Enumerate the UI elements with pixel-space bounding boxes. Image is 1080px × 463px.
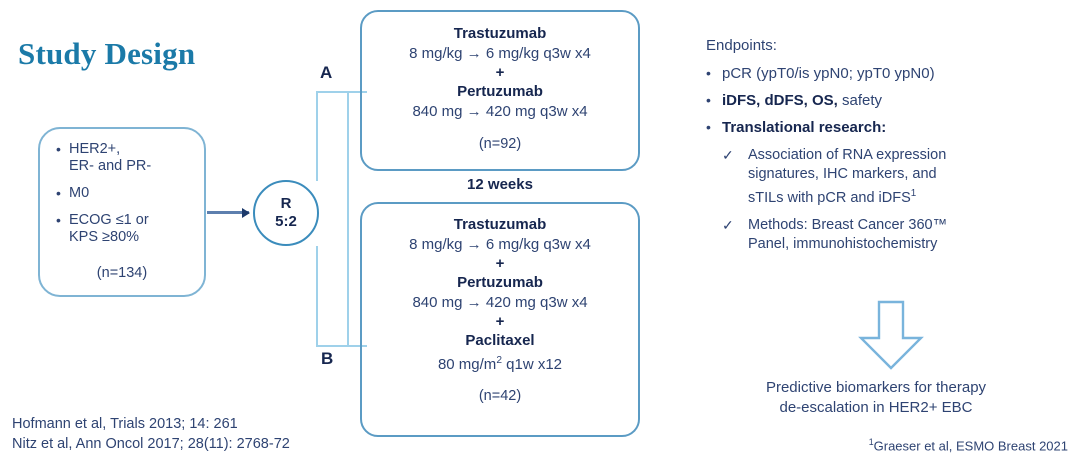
bullet-icon: • [706,119,711,135]
dose-schedule: q1w x12 [501,356,563,373]
arm-b-content: Trastuzumab 8 mg/kg → 6 mg/kg q3w x4 + P… [362,204,638,404]
check-icon: ✓ [722,216,734,233]
eligibility-sample-size: (n=134) [96,265,148,281]
eligibility-item-text: ECOG ≤1 or KPS ≥80% [69,212,149,245]
footer-citation-text: Graeser et al, ESMO Breast 2021 [873,438,1068,454]
page-title: Study Design [18,36,196,71]
bullet-icon: • [56,185,61,201]
dose-superscript: 2 [496,355,502,366]
drug-dose: 840 mg → 420 mg q3w x4 [412,294,588,311]
arm-a-label: A [320,63,333,82]
drug-name: Pertuzumab [457,83,543,100]
conclusion-text: Predictive biomarkers for therapy de-esc… [765,379,987,416]
connector-to-arm-a [349,91,367,93]
endpoint-text-bold: Translational research: [722,119,887,136]
drug-dose: 840 mg → 420 mg q3w x4 [412,103,588,120]
arrow-down-icon [857,300,925,375]
endpoint-text-rest: safety [837,92,883,109]
arm-b-sample-size: (n=42) [478,388,522,404]
connector-to-arm-b [349,345,367,347]
arm-a-sample-size: (n=92) [478,136,522,152]
plus-separator: + [495,313,505,330]
list-item: • M0 [56,185,196,202]
drug-name: Trastuzumab [453,216,547,233]
connector-branch-a [316,91,349,93]
treatment-duration-label: 12 weeks [467,176,533,193]
drug-dose: 8 mg/kg → 6 mg/kg q3w x4 [409,45,591,62]
connector-branch-b [316,345,349,347]
eligibility-list: • HER2+, ER- and PR- • M0 • ECOG ≤1 or K… [56,141,196,256]
arm-a-content: Trastuzumab 8 mg/kg → 6 mg/kg q3w x4 + P… [362,12,638,152]
arm-b-treatment-box: Trastuzumab 8 mg/kg → 6 mg/kg q3w x4 + P… [360,202,640,437]
footer-citation-right: 1Graeser et al, ESMO Breast 2021 [869,437,1068,453]
drug-name: Pertuzumab [457,274,543,291]
list-item: • Translational research: [706,117,1046,138]
endpoint-text: iDFS, dDFS, OS, safety [722,90,882,111]
connector-vertical [347,91,349,347]
randomization-label: R [280,195,292,212]
arm-b-label: B [321,349,334,368]
check-icon: ✓ [722,147,734,163]
list-item: • ECOG ≤1 or KPS ≥80% [56,212,196,246]
bullet-icon: • [56,212,61,228]
footer-citations-left: Hofmann et al, Trials 2013; 14: 261 Nitz… [12,416,290,452]
connector-stem-bottom [316,246,318,347]
drug-dose: 8 mg/kg → 6 mg/kg q3w x4 [409,236,591,253]
eligibility-criteria-box: • HER2+, ER- and PR- • M0 • ECOG ≤1 or K… [38,127,206,297]
drug-name: Trastuzumab [453,25,547,42]
randomization-node: R 5:2 [253,180,319,246]
connector-stem-top [316,91,318,181]
bullet-icon: • [706,65,711,81]
bullet-icon: • [706,92,711,108]
endpoint-text-bold: iDFS, dDFS, OS, [722,92,838,109]
arm-a-treatment-box: Trastuzumab 8 mg/kg → 6 mg/kg q3w x4 + P… [360,10,640,171]
eligibility-item-text: M0 [69,185,90,201]
list-item: • iDFS, dDFS, OS, safety [706,90,1046,111]
translational-item-text: Association of RNA expression signatures… [748,146,946,208]
list-item: ✓ Methods: Breast Cancer 360™ Panel, imm… [722,216,1046,254]
arrow-right-icon [207,207,250,218]
eligibility-item-text: HER2+, ER- and PR- [69,141,152,174]
drug-name: Paclitaxel [465,332,535,349]
list-item: • pCR (ypT0/is ypN0; ypT0 ypN0) [706,63,1046,84]
translational-item-text: Methods: Breast Cancer 360™ Panel, immun… [748,216,948,252]
footnote-marker: 1 [910,188,917,199]
list-item: • HER2+, ER- and PR- [56,141,196,175]
bullet-icon: • [56,141,61,157]
randomization-ratio: 5:2 [275,213,297,230]
dose-value: 80 mg/m [437,356,497,373]
endpoint-text: pCR (ypT0/is ypN0; ypT0 ypN0) [722,65,935,82]
endpoints-heading: Endpoints: [706,37,777,54]
endpoints-panel: Endpoints: • pCR (ypT0/is ypN0; ypT0 ypN… [706,36,1046,254]
plus-separator: + [495,64,505,81]
footnote-marker: 1 [868,437,874,447]
list-item: ✓ Association of RNA expression signatur… [722,146,1046,208]
plus-separator: + [495,255,505,272]
translational-item-body: Association of RNA expression signatures… [748,147,947,206]
drug-dose: 80 mg/m2 q1w x12 [362,351,638,375]
